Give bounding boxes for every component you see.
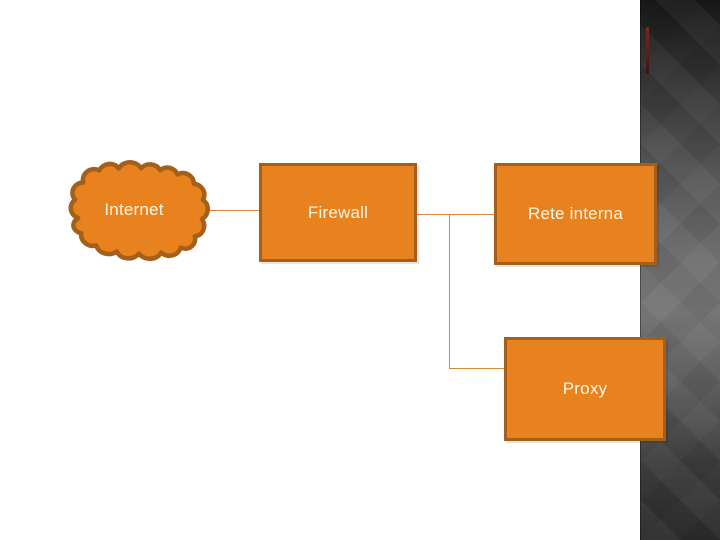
connector-elbow-vertical — [449, 214, 450, 369]
connector-internet-firewall — [197, 210, 260, 211]
connector-firewall-rete — [417, 214, 494, 215]
firewall-node: Firewall — [259, 163, 417, 262]
firewall-label: Firewall — [307, 202, 369, 222]
rete-interna-node: Rete interna — [494, 163, 657, 265]
rete-interna-label: Rete interna — [527, 204, 623, 223]
internet-label: Internet — [104, 200, 164, 219]
decorative-ribbon — [640, 0, 720, 540]
proxy-label: Proxy — [562, 379, 608, 398]
cloud-icon — [68, 160, 211, 262]
proxy-node: Proxy — [504, 337, 666, 441]
red-accent-tick — [646, 27, 649, 74]
connector-to-proxy — [449, 368, 505, 369]
internet-cloud-shape: Internet — [68, 160, 211, 264]
